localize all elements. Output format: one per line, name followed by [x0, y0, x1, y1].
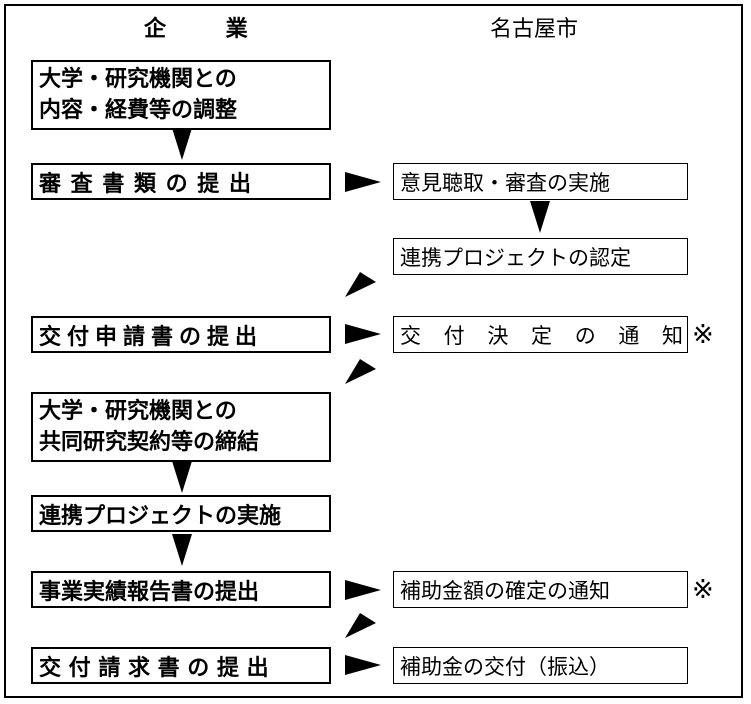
step-project-certification: 連携プロジェクトの認定: [393, 238, 688, 275]
step-submit-grant-application: 交付申請書の提出: [31, 316, 331, 353]
note-mark-amount-confirmation: ※: [692, 575, 714, 605]
step-submit-performance-report: 事業実績報告書の提出: [31, 571, 331, 608]
arrow-down-2: [172, 461, 192, 493]
arrow-right-3: [345, 580, 381, 600]
city-column-heading: 名古屋市: [490, 17, 579, 42]
arrow-diagonal-1: [345, 272, 376, 297]
note-mark-grant-decision: ※: [692, 320, 714, 350]
step-coordination-line-1: 大学・研究機関との: [39, 67, 237, 92]
step-contract-line-1: 大学・研究機関との: [39, 399, 237, 424]
arrow-down-right: [530, 201, 550, 233]
arrow-diagonal-2: [345, 359, 376, 384]
diagram-frame: [4, 4, 743, 698]
step-coordination-line-2: 内容・経費等の調整: [39, 98, 238, 123]
arrow-diagonal-3: [345, 613, 376, 638]
step-hearing-and-review: 意見聴取・審査の実施: [393, 163, 688, 200]
company-column-heading: 企 業: [144, 17, 274, 42]
step-grant-decision-notice: 交 付 決 定 の 通 知: [393, 316, 688, 353]
step-grant-payment: 補助金の交付（振込）: [393, 647, 688, 684]
arrow-right-1: [345, 172, 381, 192]
arrow-down-1: [172, 128, 192, 160]
arrow-right-2: [345, 324, 381, 344]
arrow-right-4: [345, 655, 381, 675]
step-grant-amount-confirmation: 補助金額の確定の通知: [393, 571, 688, 608]
step-project-implementation: 連携プロジェクトの実施: [31, 495, 331, 532]
step-contract-line-2: 共同研究契約等の締結: [39, 430, 260, 455]
step-submit-payment-request: 交 付 請 求 書 の 提 出: [31, 647, 331, 684]
arrow-down-3: [172, 534, 192, 566]
step-submit-review-documents: 審 査 書 類 の 提 出: [31, 163, 331, 200]
